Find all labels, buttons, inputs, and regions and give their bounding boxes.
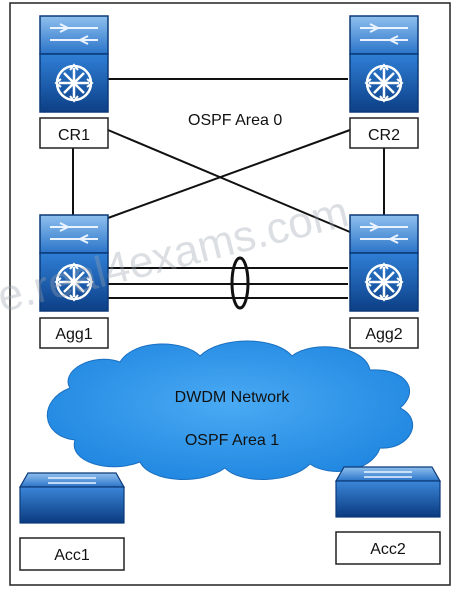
device-label-box (19, 537, 125, 571)
device-label-acc1: Acc1 (54, 547, 90, 564)
device-label-acc2: Acc2 (370, 541, 406, 558)
device-cr1[interactable]: CR1 (38, 14, 110, 149)
dwdm-cloud: DWDM Network OSPF Area 1 (46, 340, 413, 481)
device-label-box (335, 531, 441, 565)
device-label-agg1: Agg1 (55, 326, 92, 343)
device-label-agg2: Agg2 (365, 326, 402, 343)
l2-switch-icon (19, 472, 125, 524)
port-channel-ellipse (230, 256, 250, 310)
device-label-box (349, 317, 419, 349)
device-acc2[interactable]: Acc2 (335, 466, 441, 565)
device-label-cr1: CR1 (58, 127, 90, 144)
device-label-cr2: CR2 (368, 127, 400, 144)
device-cr2[interactable]: CR2 (348, 14, 420, 149)
device-acc1[interactable]: Acc1 (19, 472, 125, 571)
device-label-box (39, 117, 109, 149)
l3-switch-icon (348, 213, 420, 313)
l3-switch-icon (38, 14, 110, 114)
cloud-subtitle: OSPF Area 1 (185, 432, 279, 449)
links (72, 78, 385, 299)
device-agg2[interactable]: Agg2 (348, 213, 420, 349)
l3-switch-icon (348, 14, 420, 114)
device-label-box (349, 117, 419, 149)
cloud-title: DWDM Network (175, 389, 291, 406)
link-cr2-agg1 (107, 129, 351, 219)
diagram-frame (9, 2, 451, 586)
l2-switch-icon (335, 466, 441, 518)
area0-label: OSPF Area 0 (188, 112, 282, 129)
device-label-box (39, 317, 109, 349)
cloud-shape (46, 340, 413, 481)
link-cr1-agg2 (107, 129, 351, 233)
device-agg1[interactable]: Agg1 (38, 213, 110, 349)
